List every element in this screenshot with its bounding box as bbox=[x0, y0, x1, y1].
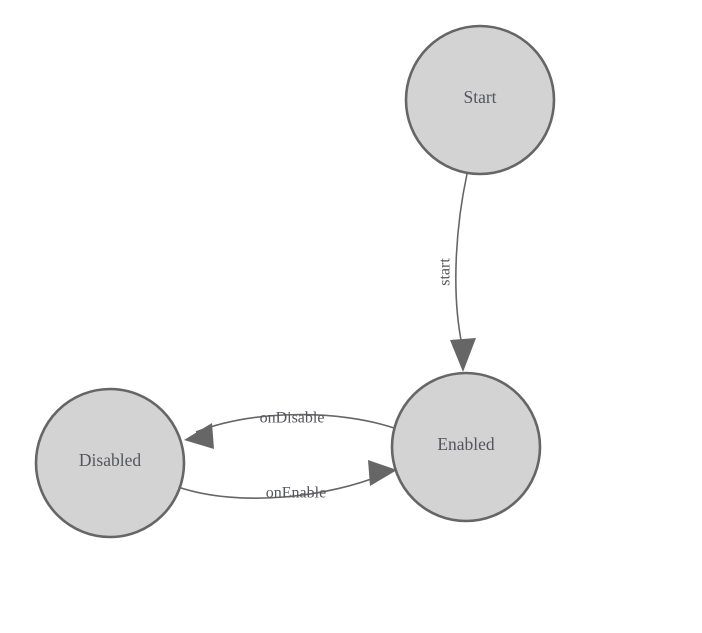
state-node-disabled-label: Disabled bbox=[79, 450, 141, 470]
edge-label-start: start bbox=[437, 258, 454, 286]
edge-disabled-to-enabled-arrowhead bbox=[368, 460, 397, 486]
edge-enabled-to-disabled-path bbox=[195, 413, 395, 433]
edge-disabled-to-enabled[interactable]: onEnable bbox=[177, 460, 397, 502]
state-node-enabled[interactable]: Enabled bbox=[390, 371, 542, 523]
state-node-enabled-label: Enabled bbox=[437, 434, 495, 454]
state-node-enabled-circle bbox=[390, 371, 542, 523]
state-node-start-circle bbox=[404, 24, 556, 176]
edge-start-to-enabled-path bbox=[455, 173, 468, 346]
edge-enabled-to-disabled-arrowhead bbox=[184, 423, 214, 449]
edge-label-ondisable: onDisable bbox=[260, 410, 325, 427]
state-node-disabled[interactable]: Disabled bbox=[34, 387, 186, 539]
edge-start-to-enabled[interactable]: start bbox=[437, 173, 476, 372]
edge-disabled-to-enabled-path bbox=[177, 473, 385, 499]
edge-enabled-to-disabled[interactable]: onDisable bbox=[184, 410, 395, 449]
edge-start-to-enabled-arrowhead bbox=[450, 338, 476, 372]
state-node-start-label: Start bbox=[463, 87, 496, 107]
state-node-disabled-circle bbox=[34, 387, 186, 539]
edge-label-onenable: onEnable bbox=[266, 485, 326, 502]
state-node-start[interactable]: Start bbox=[404, 24, 556, 176]
